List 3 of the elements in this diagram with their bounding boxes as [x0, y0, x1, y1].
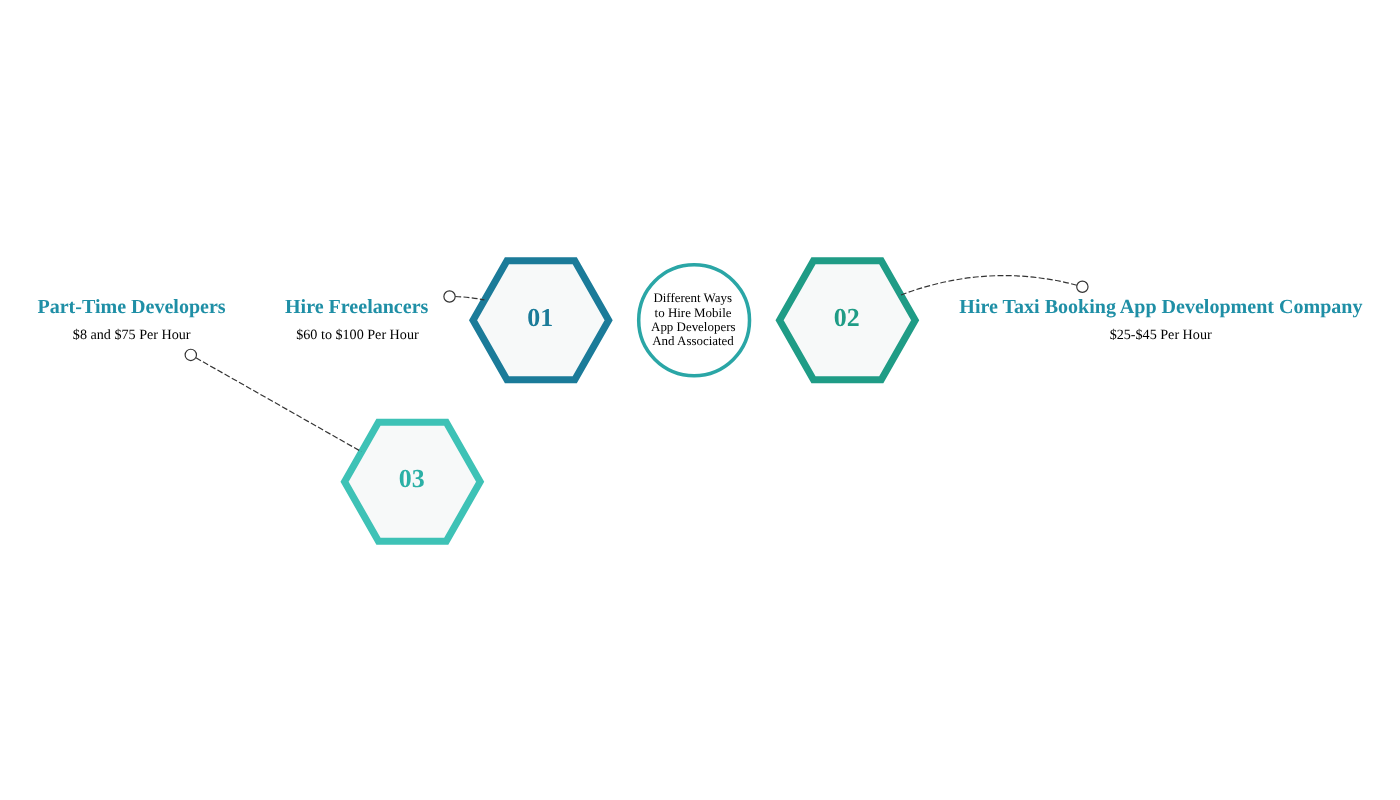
- connector: [900, 274, 1089, 295]
- connector: [184, 347, 362, 452]
- connector: [443, 289, 485, 302]
